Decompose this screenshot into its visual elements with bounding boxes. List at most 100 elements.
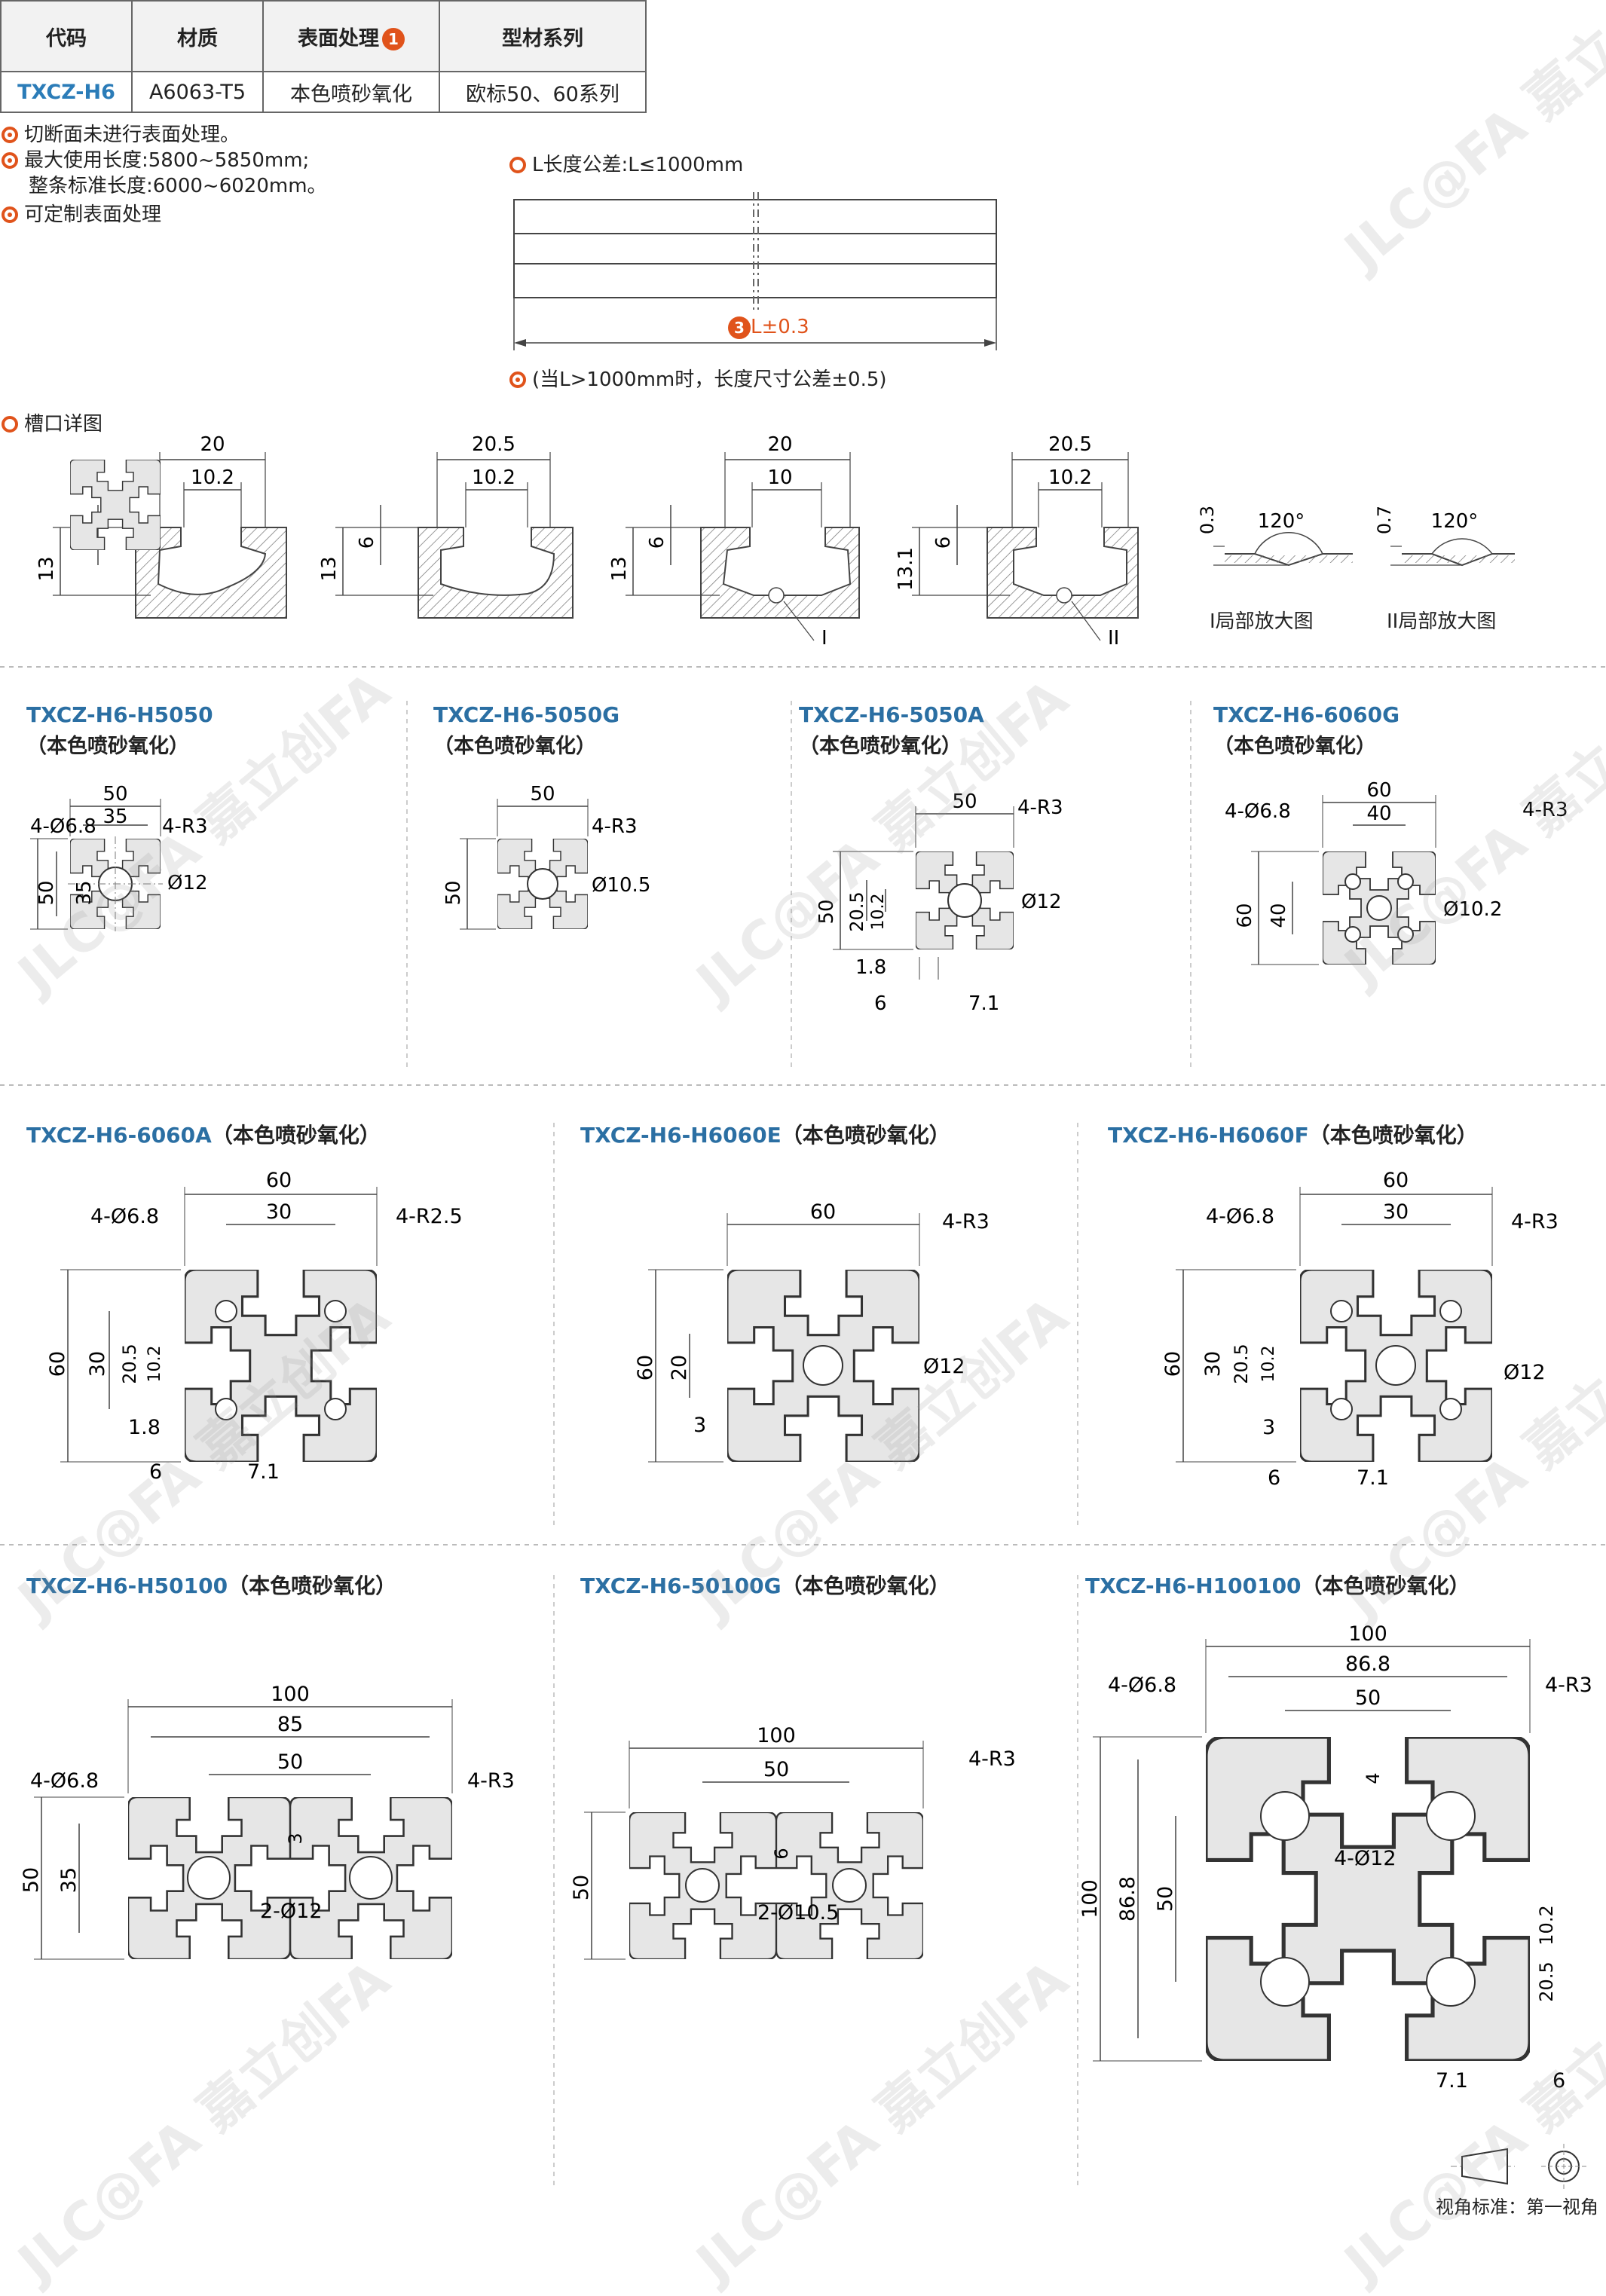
- p4-hcenter: 40: [1268, 903, 1290, 928]
- profile-2-sub: （本色喷砂氧化）: [433, 735, 596, 758]
- profile-10-title: TXCZ-H6-H100100（本色喷砂氧化）: [1085, 1570, 1470, 1600]
- note-4: 可定制表面处理: [2, 202, 161, 228]
- slot-title-text: 槽口详图: [24, 413, 103, 436]
- profile-8-sub: （本色喷砂氧化）: [228, 1573, 397, 1598]
- p7-radius: 4-R3: [1511, 1210, 1559, 1234]
- bullet-icon: [2, 152, 18, 169]
- p7-center: 30: [1383, 1200, 1409, 1224]
- p5-center: 30: [266, 1200, 292, 1224]
- slot-2-width: 20.5: [472, 433, 515, 456]
- profile-6-code: TXCZ-H6-H6060E: [580, 1123, 782, 1148]
- p6-width: 60: [810, 1200, 836, 1224]
- profile-10-drawing: 100 86.8 50 4-Ø6.8 4-R3 100 86.8 50 4 4-…: [1078, 1622, 1592, 2093]
- p6-height: 60: [634, 1355, 657, 1380]
- length-tol-title: L长度公差:L≤1000mm: [509, 152, 743, 178]
- note-3: 整条标准长度:6000~6020mm。: [29, 173, 327, 199]
- p7-x1: 6: [1268, 1466, 1280, 1490]
- p9-mid: 50: [763, 1758, 789, 1781]
- zoom-detail-1: 120° 0.3: [1197, 506, 1353, 567]
- bullet-icon: [509, 157, 526, 173]
- header-badge: 1: [382, 28, 405, 50]
- length-diagram: [513, 192, 997, 350]
- slot-1-height: 13: [35, 556, 58, 581]
- p8-hole: 4-Ø6.8: [30, 1769, 99, 1793]
- cell-series: 欧标50、60系列: [439, 71, 647, 113]
- header-surface-label: 表面处理: [298, 26, 379, 50]
- zoom-2-caption: II局部放大图: [1387, 610, 1497, 633]
- p3-core: Ø12: [1021, 891, 1062, 913]
- p9-height: 50: [570, 1875, 593, 1900]
- slot-details: 20 10.2 13 6 20.5 10.2 13 6 20 10 13 6 I: [35, 433, 1515, 648]
- header-material: 材质: [131, 0, 264, 72]
- profile-7-code: TXCZ-H6-H6060F: [1108, 1123, 1309, 1148]
- p7-hcenter: 30: [1201, 1351, 1225, 1377]
- profile-10-code: TXCZ-H6-H100100: [1085, 1573, 1302, 1598]
- zoom-2-depth: 0.7: [1374, 506, 1395, 534]
- slot-1-width: 20: [200, 433, 225, 456]
- p2-width: 50: [530, 783, 555, 806]
- profile-6-sub: （本色喷砂氧化）: [781, 1123, 950, 1148]
- slot-2-depth: 6: [356, 537, 378, 549]
- p5-radius: 4-R2.5: [396, 1205, 463, 1228]
- p4-radius: 4-R3: [1522, 799, 1568, 821]
- p8-height: 50: [20, 1867, 43, 1893]
- p6-t: 3: [693, 1414, 706, 1437]
- length-badge: 3: [728, 316, 751, 339]
- p6-radius: 4-R3: [942, 1210, 990, 1234]
- p10-hcenter: 86.8: [1116, 1876, 1139, 1921]
- p10-depth: 4: [1363, 1772, 1384, 1784]
- p4-core: Ø10.2: [1443, 898, 1502, 921]
- p5-t: 1.8: [128, 1416, 161, 1439]
- p10-b: 20.5: [1536, 1961, 1557, 2001]
- cell-material: A6063-T5: [131, 71, 264, 113]
- zoom-1-angle: 120°: [1258, 510, 1305, 533]
- profile-drawings: 50 35 4-Ø6.8 4-R3 50 35 Ø12 50 4-R3 50 Ø…: [20, 460, 1592, 2189]
- zoom-2-angle: 120°: [1431, 510, 1479, 533]
- profile-9-sub: （本色喷砂氧化）: [781, 1573, 950, 1598]
- slot-4-width: 20.5: [1048, 433, 1092, 456]
- profile-2-drawing: 50 4-R3 50 Ø10.5: [442, 783, 650, 930]
- p6-a: 20: [668, 1355, 691, 1380]
- slot-3-mark: I: [821, 627, 827, 648]
- p9-radius: 4-R3: [968, 1747, 1016, 1771]
- bullet-icon: [509, 371, 526, 388]
- p3-a: 20.5: [846, 891, 867, 931]
- slot-3-width: 20: [767, 433, 792, 456]
- slot-title: 槽口详图: [2, 411, 102, 437]
- p7-b: 10.2: [1259, 1346, 1278, 1383]
- p1-width: 50: [102, 783, 127, 806]
- p10-radius: 4-R3: [1545, 1674, 1592, 1697]
- profile-5-sub: （本色喷砂氧化）: [211, 1123, 381, 1148]
- p9-depth: 6: [771, 1848, 792, 1859]
- p5-x2: 7.1: [247, 1460, 280, 1484]
- p1-center: 35: [102, 806, 127, 828]
- slot-2-height: 13: [318, 556, 341, 581]
- profile-2-title: TXCZ-H6-5050G: [433, 702, 620, 727]
- p2-height: 50: [442, 880, 465, 905]
- profile-1-drawing: 50 35 4-Ø6.8 4-R3 50 35 Ø12: [30, 460, 208, 931]
- note-text: 切断面未进行表面处理。: [24, 124, 240, 146]
- p5-hole: 4-Ø6.8: [90, 1205, 159, 1228]
- zoom-1-depth: 0.3: [1197, 506, 1218, 534]
- length-tol-note-text: (当L>1000mm时，长度尺寸公差±0.5): [532, 368, 887, 391]
- slot-4-depth: 6: [932, 537, 955, 549]
- profile-1-sub: （本色喷砂氧化）: [26, 735, 189, 758]
- profile-5-code: TXCZ-H6-6060A: [26, 1123, 212, 1148]
- p3-b: 10.2: [869, 894, 888, 931]
- profile-9-code: TXCZ-H6-50100G: [580, 1573, 782, 1598]
- p10-hole: 4-Ø6.8: [1108, 1674, 1176, 1697]
- p8-depth: 3: [285, 1833, 306, 1844]
- p5-a: 20.5: [119, 1344, 140, 1383]
- profile-4-title: TXCZ-H6-6060G: [1213, 702, 1400, 727]
- p3-t: 1.8: [855, 956, 886, 979]
- header-code: 代码: [0, 0, 133, 72]
- p7-a: 20.5: [1231, 1344, 1252, 1383]
- p6-core: Ø12: [923, 1355, 965, 1378]
- profile-8-drawing: 100 85 50 4-Ø6.8 4-R3 50 35 3 2-Ø12: [20, 1683, 515, 1960]
- p10-a: 10.2: [1536, 1905, 1557, 1945]
- slot-4-height: 13.1: [895, 547, 917, 591]
- p7-x2: 7.1: [1357, 1466, 1389, 1490]
- p8-hcenter: 35: [57, 1867, 81, 1893]
